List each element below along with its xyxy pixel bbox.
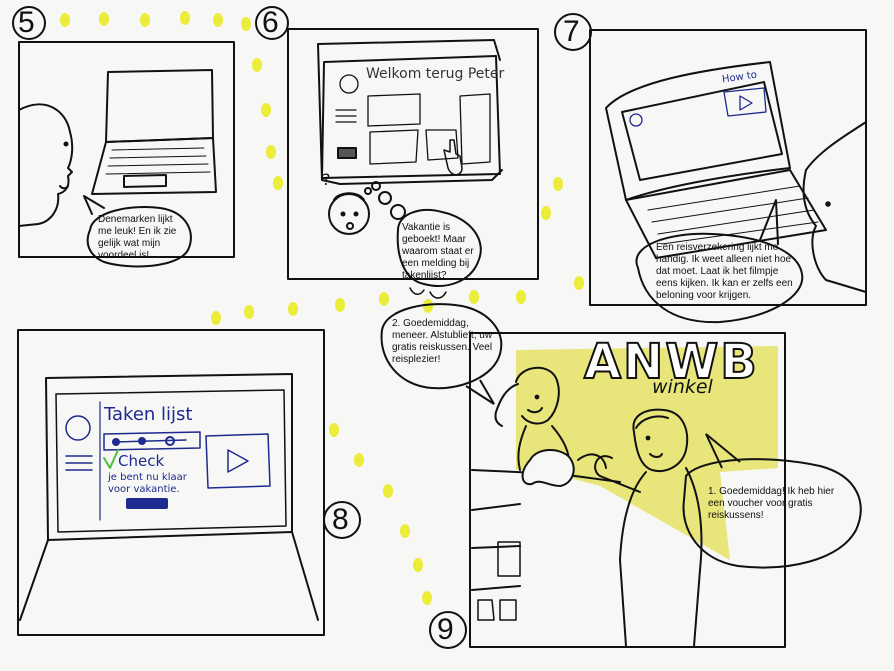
panel-5-speech: Denemarken lijkt me leuk! En ik zie geli…: [98, 214, 177, 261]
panel-6-screen-title: Welkom terug Peter: [366, 66, 505, 82]
panel-5-frame: [18, 41, 235, 258]
panel-7-frame: [589, 29, 867, 306]
anwb-sign-subtitle: winkel: [652, 376, 713, 398]
yellow-path-dots: [60, 11, 584, 605]
panel-5-number-circle: [12, 6, 46, 40]
panel-7-speech: Een reisverzekering lijkt me handig. Ik …: [656, 242, 793, 301]
panel-9-customer-speech: 1. Goedemiddag! Ik heb hier een voucher …: [708, 486, 835, 521]
panel-8-number: 8: [332, 503, 349, 536]
panel-7-number: 7: [563, 15, 580, 48]
panel-9-employee-speech: 2. Goedemiddag, meneer. Alstublieft, uw …: [392, 318, 493, 365]
panel-6-number: 6: [262, 6, 279, 39]
panel-5-number: 5: [18, 6, 35, 39]
panel-6-question-mark: ?: [322, 170, 331, 189]
panel-9-number: 9: [437, 613, 454, 646]
panel-8-screen-title: Taken lijst: [104, 404, 193, 425]
shop-background: [516, 346, 778, 560]
panel-8-check-text: je bent nu klaar voor vakantie.: [108, 472, 187, 495]
panel-9-frame: [469, 332, 786, 648]
anwb-sign: ANWB: [583, 333, 759, 391]
panel-6-speech: Vakantie is geboekt! Maar waarom staat e…: [402, 222, 474, 281]
panel-8-check-label: Check: [118, 452, 165, 470]
panel-8-frame: [17, 329, 325, 636]
panel-5-laptop-screen: [105, 69, 214, 143]
